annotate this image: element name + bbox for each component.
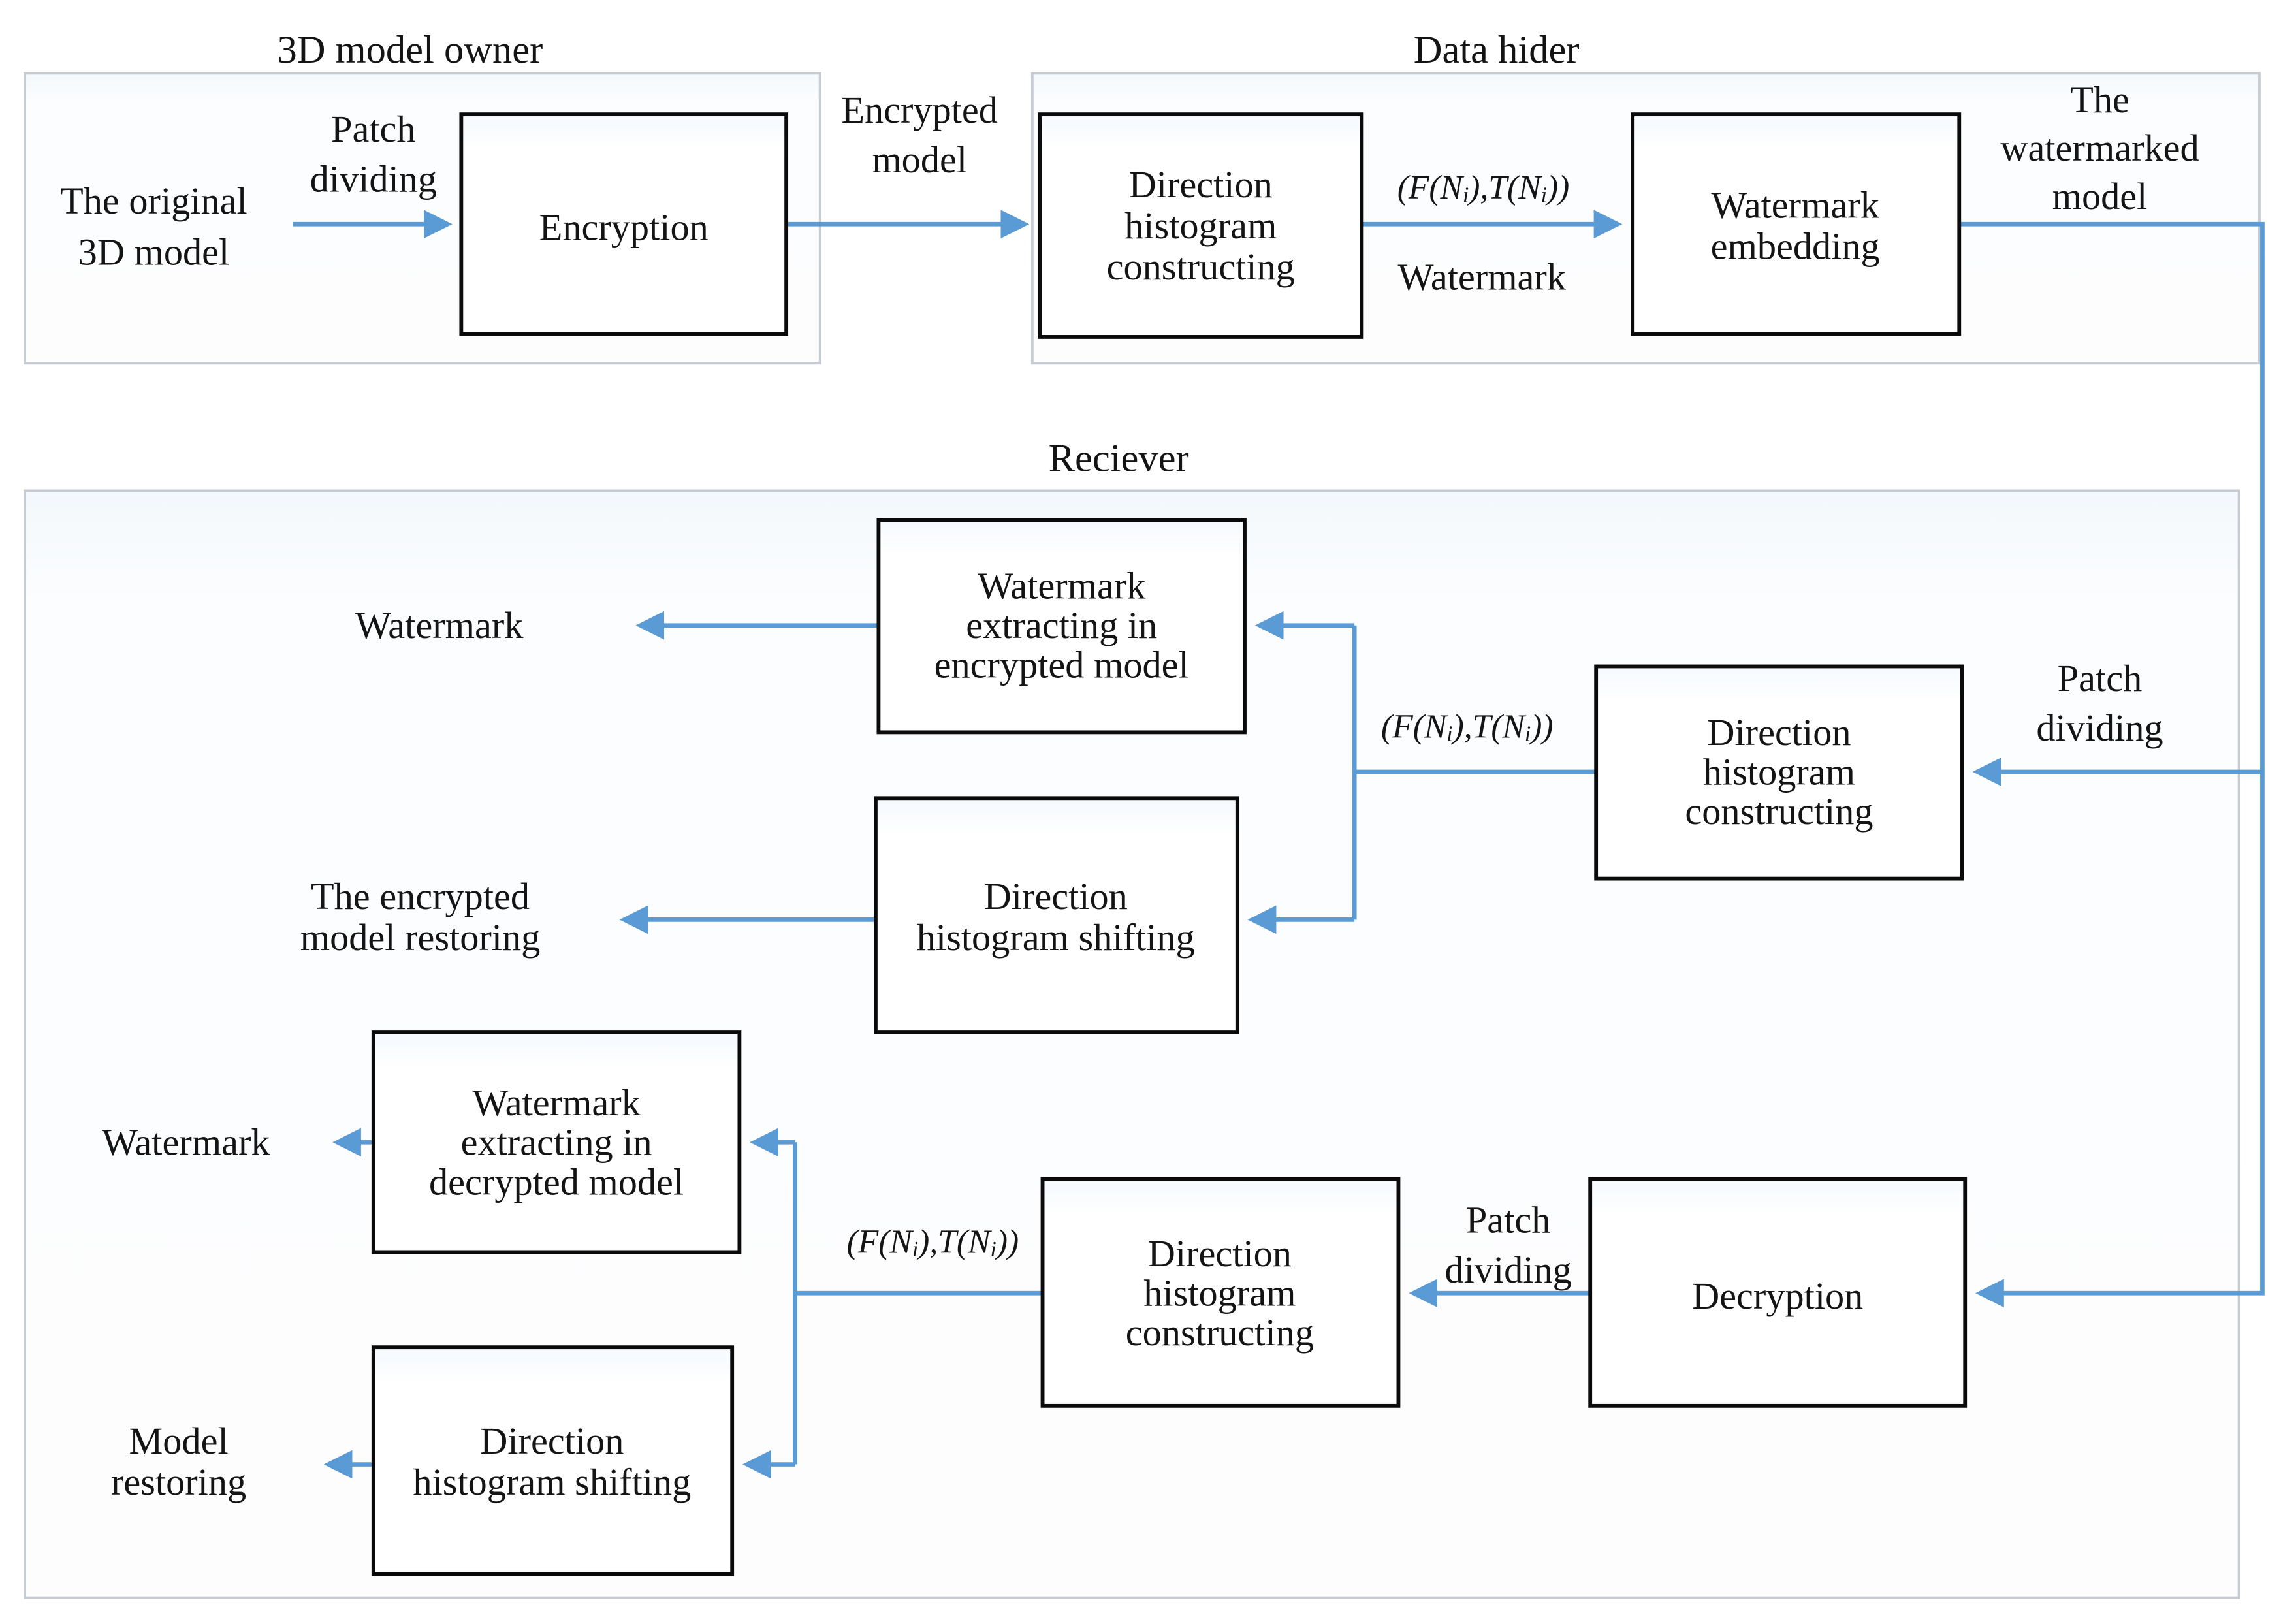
node-dhc-top-line1: Direction — [1129, 163, 1273, 206]
node-dh-shifting-bot-line2: histogram shifting — [413, 1461, 691, 1503]
label-watermarked-model-line2: watermarked — [2000, 127, 2199, 169]
label-patch-dividing-right-line2: dividing — [2036, 707, 2163, 749]
label-encrypted-model-line1: Encrypted — [841, 89, 998, 131]
node-dhc-mid-line2: histogram — [1703, 750, 1855, 793]
line-watermarked-model-to-decryption — [1959, 221, 2265, 1308]
node-wm-extract-enc-line1: Watermark — [978, 565, 1146, 607]
node-decryption-rect — [1588, 1177, 1968, 1408]
node-dhc-top-rect — [1038, 112, 1364, 339]
label-patch-dividing-right-line1: Patch — [2058, 657, 2143, 699]
node-wm-extract-enc: Watermark extracting in encrypted model — [876, 518, 1247, 735]
node-dhc-mid-rect — [1594, 664, 1964, 881]
node-wm-extract-dec: Watermark extracting in decrypted model — [371, 1030, 742, 1254]
label-model-restoring-line1: Model — [129, 1420, 228, 1462]
node-watermark-embedding-rect — [1631, 112, 1962, 336]
label-original-model-line2: 3D model — [78, 231, 230, 273]
node-dh-shifting-mid-line1: Direction — [984, 875, 1128, 917]
node-dhc-mid-line1: Direction — [1707, 711, 1851, 754]
label-watermark-out-bot: Watermark — [102, 1121, 270, 1164]
node-dhc-top: Direction histogram constructing — [1038, 112, 1364, 339]
label-watermarked-model-line1: The — [2070, 78, 2129, 121]
label-fnt-top: (F(Ni),T(Ni)) — [1397, 169, 1570, 207]
node-encryption-rect — [459, 112, 789, 336]
node-decryption-label: Decryption — [1692, 1275, 1863, 1317]
section-hider-title: Data hider — [1414, 28, 1580, 72]
node-wm-extract-dec-rect — [371, 1030, 742, 1254]
node-dhc-bot-line2: histogram — [1143, 1272, 1296, 1315]
node-wm-extract-enc-line3: encrypted model — [934, 644, 1189, 686]
node-decryption: Decryption — [1588, 1177, 1968, 1408]
node-watermark-embedding-line2: embedding — [1711, 225, 1880, 267]
node-encryption: Encryption — [459, 112, 789, 336]
node-wm-extract-dec-line2: extracting in — [461, 1121, 652, 1164]
label-fnt-bot: (F(Ni),T(Ni)) — [847, 1223, 1019, 1261]
label-encrypted-model-line2: model — [872, 138, 967, 181]
label-watermark-out-mid: Watermark — [355, 604, 524, 646]
label-enc-model-restoring-line1: The encrypted — [311, 875, 530, 917]
label-watermark-input: Watermark — [1398, 256, 1567, 298]
label-enc-model-restoring-line2: model restoring — [300, 916, 541, 959]
node-wm-extract-dec-line1: Watermark — [472, 1081, 641, 1124]
node-dh-shifting-bot-line1: Direction — [480, 1420, 624, 1462]
section-owner-title: 3D model owner — [277, 28, 543, 72]
node-dhc-mid: Direction histogram constructing — [1594, 664, 1964, 881]
node-dhc-bot: Direction histogram constructing — [1040, 1177, 1401, 1408]
node-dh-shifting-mid-line2: histogram shifting — [917, 916, 1195, 959]
node-dhc-bot-line1: Direction — [1148, 1232, 1292, 1275]
node-dhc-top-line3: constructing — [1107, 246, 1295, 288]
node-watermark-embedding-line1: Watermark — [1711, 184, 1879, 227]
section-receiver-title: Reciever — [1049, 437, 1189, 481]
label-watermarked-model-line3: model — [2052, 175, 2148, 217]
node-dhc-mid-line3: constructing — [1685, 790, 1873, 833]
label-patch-dividing-bot-line1: Patch — [1466, 1199, 1551, 1241]
label-fnt-mid: (F(Ni),T(Ni)) — [1381, 708, 1554, 746]
label-model-restoring-line2: restoring — [111, 1461, 246, 1503]
label-patch-dividing-bot-line2: dividing — [1444, 1249, 1571, 1291]
label-patch-dividing-top-line1: Patch — [331, 108, 416, 150]
label-original-model-line1: The original — [60, 180, 247, 222]
node-dh-shifting-bot-rect — [371, 1345, 735, 1576]
node-wm-extract-enc-line2: extracting in — [966, 604, 1157, 646]
label-patch-dividing-top-line2: dividing — [310, 157, 437, 200]
node-dhc-bot-line3: constructing — [1126, 1311, 1314, 1354]
node-dh-shifting-mid: Direction histogram shifting — [874, 796, 1239, 1034]
node-wm-extract-dec-line3: decrypted model — [429, 1160, 684, 1203]
node-dhc-bot-rect — [1040, 1177, 1401, 1408]
node-wm-extract-enc-rect — [876, 518, 1247, 735]
node-dh-shifting-mid-rect — [874, 796, 1239, 1034]
node-encryption-label: Encryption — [539, 206, 709, 248]
node-watermark-embedding: Watermark embedding — [1631, 112, 1962, 336]
node-dhc-top-line2: histogram — [1124, 204, 1277, 247]
node-dh-shifting-bot: Direction histogram shifting — [371, 1345, 735, 1576]
